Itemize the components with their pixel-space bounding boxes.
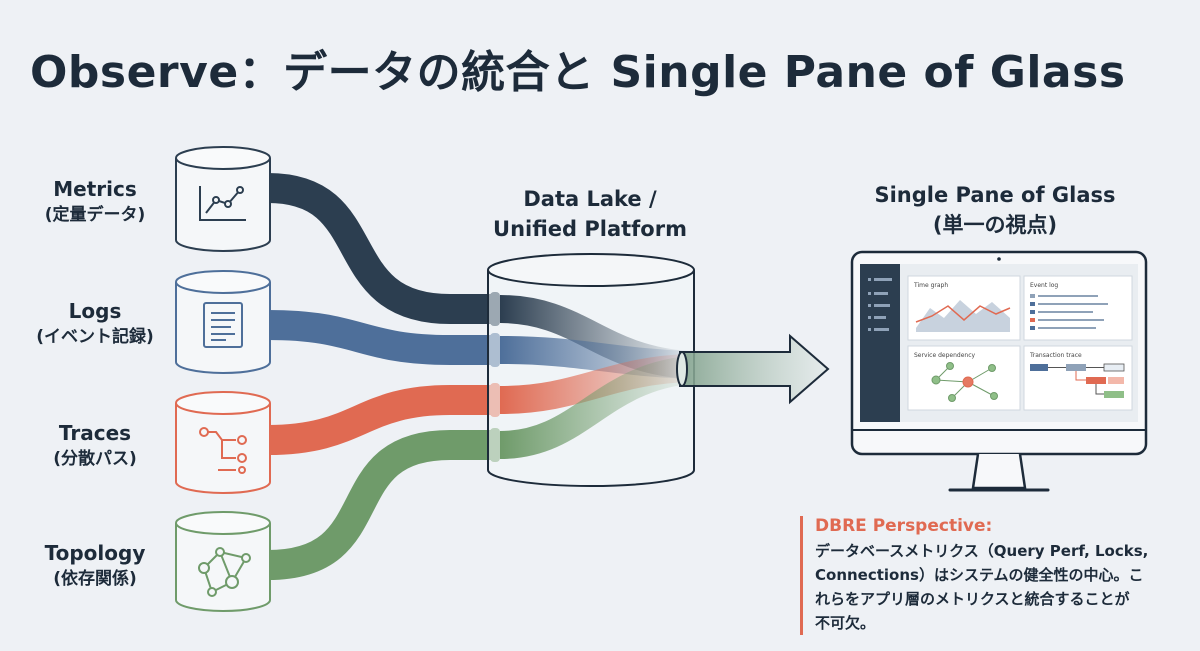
- single-pane-label-line1: Single Pane of Glass: [874, 183, 1116, 207]
- topology-pipe: [267, 430, 495, 580]
- dbre-body-line: れらをアプリ層のメトリクスと統合することが: [815, 590, 1130, 608]
- logs-subtitle: (イベント記録): [36, 327, 154, 347]
- logs-label: Logs (イベント記録): [20, 298, 170, 350]
- output-arrow: [676, 333, 830, 405]
- data-lake-label-line1: Data Lake /: [523, 187, 657, 211]
- dbre-body-line: 不可欠。: [815, 614, 876, 632]
- trace-path-icon: [199, 427, 247, 474]
- monitor-screen: Time graph Event log Service dependency …: [860, 264, 1138, 422]
- metrics-pipe: [267, 173, 495, 324]
- metrics-title: Metrics: [53, 177, 137, 201]
- dbre-perspective-heading: DBRE Perspective:: [815, 516, 993, 536]
- network-graph-icon: [198, 547, 251, 597]
- panel-transaction-trace-label: Transaction trace: [1029, 352, 1082, 359]
- topology-label: Topology (依存関係): [20, 540, 170, 592]
- panel-time-graph-label: Time graph: [913, 282, 948, 289]
- traces-label: Traces (分散パス): [20, 420, 170, 472]
- dashboard-sidebar: [860, 264, 900, 422]
- metrics-subtitle: (定量データ): [44, 205, 146, 225]
- panel-event-log-label: Event log: [1030, 282, 1058, 289]
- dbre-perspective-callout: DBRE Perspective: データベースメトリクス（Query Perf…: [800, 516, 1185, 635]
- traces-pipe: [267, 385, 495, 455]
- line-chart-icon: [199, 186, 246, 221]
- traces-title: Traces: [58, 421, 132, 445]
- dbre-perspective-body: データベースメトリクス（Query Perf, Locks, Connectio…: [815, 539, 1185, 635]
- single-pane-label-line2: (単一の視点): [932, 213, 1058, 237]
- dbre-body-line: Connections）はシステムの健全性の中心。こ: [815, 566, 1144, 584]
- topology-subtitle: (依存関係): [53, 569, 137, 589]
- topology-title: Topology: [44, 541, 146, 565]
- page-title: Observe：データの統合と Single Pane of Glass: [30, 47, 1126, 98]
- logs-title: Logs: [68, 299, 122, 323]
- topology-source-cylinder: [175, 511, 271, 612]
- metrics-source-cylinder: [175, 146, 271, 252]
- document-icon: [203, 302, 243, 348]
- data-lake-label-line2: Unified Platform: [493, 217, 687, 241]
- traces-subtitle: (分散パス): [53, 449, 137, 469]
- metrics-label: Metrics (定量データ): [20, 176, 170, 228]
- dbre-body-line: データベースメトリクス（Query Perf, Locks,: [815, 542, 1149, 560]
- logs-pipe: [267, 310, 495, 365]
- data-lake-label: Data Lake / Unified Platform: [480, 184, 700, 244]
- logs-source-cylinder: [175, 270, 271, 374]
- single-pane-label: Single Pane of Glass (単一の視点): [860, 180, 1130, 240]
- panel-service-dependency-label: Service dependency: [914, 352, 975, 359]
